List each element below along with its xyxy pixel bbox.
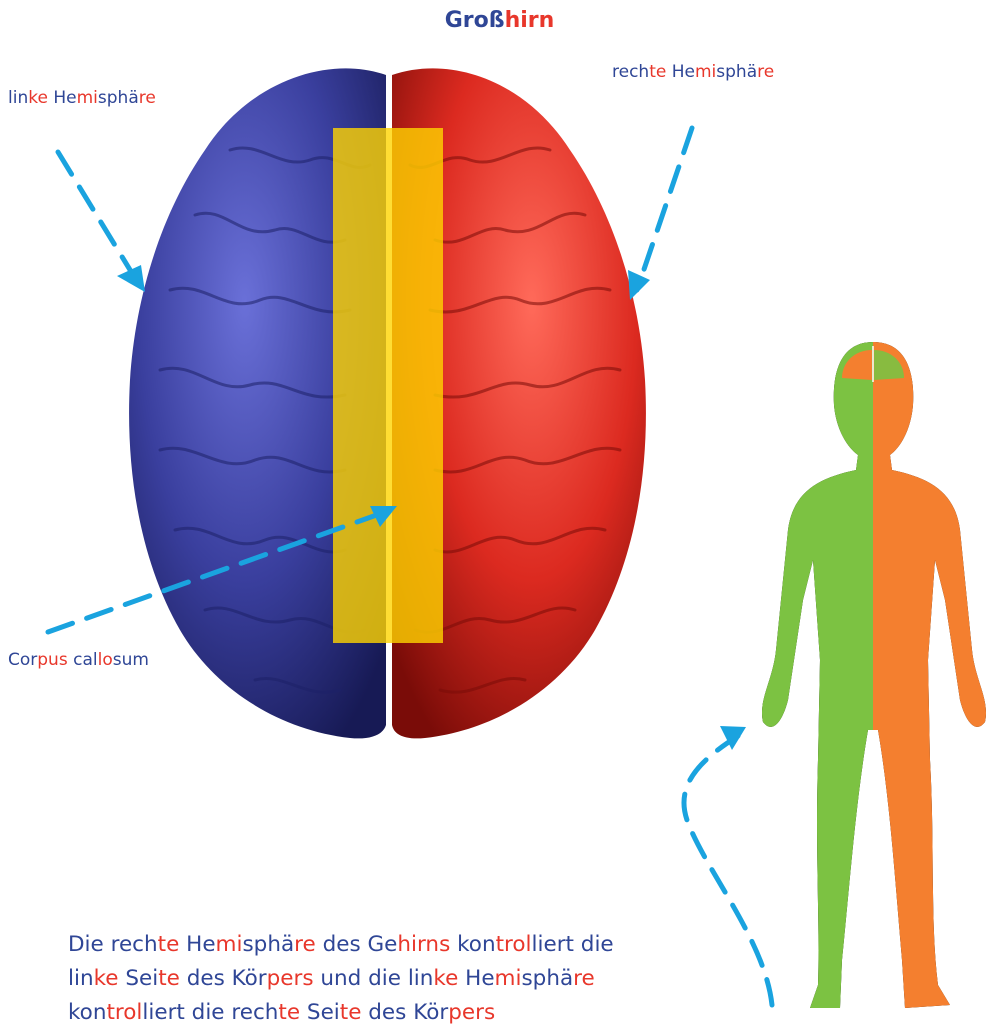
text-segment: mi — [216, 932, 243, 957]
text-segment: des Ge — [316, 932, 398, 957]
text-segment: liert die rech — [142, 1000, 278, 1025]
text-segment: Sei — [300, 1000, 340, 1025]
text-segment: ke — [94, 966, 119, 991]
text-segment: des Kör — [361, 1000, 448, 1025]
text-segment: He — [666, 62, 695, 82]
arrowhead-icon — [628, 270, 650, 300]
text-segment: sum — [113, 650, 149, 670]
right-hemisphere-label: rechte Hemisphäre — [612, 62, 774, 82]
text-segment: cal — [68, 650, 98, 670]
text-segment: trol — [496, 932, 532, 957]
text-segment: des Kör — [180, 966, 267, 991]
left-hemisphere-label: linke Hemisphäre — [8, 88, 156, 108]
corpus-callosum-label: Corpus callosum — [8, 650, 149, 670]
text-segment: pus — [37, 650, 67, 670]
text-segment: trol — [106, 1000, 142, 1025]
caption-line: linke Seite des Körpers und die linke He… — [68, 962, 614, 996]
text-segment: hirn — [505, 8, 555, 33]
caption-text: Die rechte Hemisphäre des Gehirns kontro… — [68, 928, 614, 1030]
text-segment: re — [294, 932, 316, 957]
text-segment: liert die — [532, 932, 614, 957]
text-segment: mi — [495, 966, 522, 991]
text-segment: sphä — [716, 62, 757, 82]
caption-line: kontrolliert die rechte Seite des Körper… — [68, 996, 614, 1030]
text-segment: kon — [68, 1000, 106, 1025]
text-segment: kon — [450, 932, 495, 957]
text-segment: Die rech — [68, 932, 158, 957]
text-segment: mi — [695, 62, 716, 82]
text-segment: hirns — [397, 932, 450, 957]
text-segment: te — [278, 1000, 300, 1025]
text-segment: re — [757, 62, 774, 82]
text-segment: He — [458, 966, 494, 991]
left-hemisphere-arrow — [58, 152, 135, 278]
text-segment: Cor — [8, 650, 37, 670]
page-title: Großhirn — [0, 8, 999, 33]
text-segment: sphä — [521, 966, 573, 991]
text-segment: und die lin — [314, 966, 434, 991]
body-arrow — [684, 736, 772, 1005]
text-segment: sphä — [242, 932, 294, 957]
text-segment: lo — [98, 650, 113, 670]
text-segment: re — [573, 966, 595, 991]
text-segment: He — [48, 88, 77, 108]
text-segment: mi — [77, 88, 98, 108]
corpus-callosum-highlight — [333, 128, 443, 643]
text-segment: He — [179, 932, 215, 957]
text-segment: sphä — [98, 88, 139, 108]
text-segment: pers — [448, 1000, 495, 1025]
right-hemisphere-arrow — [637, 128, 692, 290]
text-segment: lin — [68, 966, 94, 991]
caption-line: Die rechte Hemisphäre des Gehirns kontro… — [68, 928, 614, 962]
human-body-figure — [762, 342, 986, 1008]
text-segment: ke — [433, 966, 458, 991]
text-segment: Sei — [119, 966, 159, 991]
text-segment: rech — [612, 62, 649, 82]
text-segment: Groß — [445, 8, 505, 33]
text-segment: te — [340, 1000, 362, 1025]
text-segment: te — [158, 932, 180, 957]
text-segment: te — [158, 966, 180, 991]
text-segment: te — [649, 62, 666, 82]
text-segment: lin — [8, 88, 28, 108]
text-segment: pers — [267, 966, 314, 991]
text-segment: ke — [28, 88, 48, 108]
text-segment: re — [139, 88, 156, 108]
